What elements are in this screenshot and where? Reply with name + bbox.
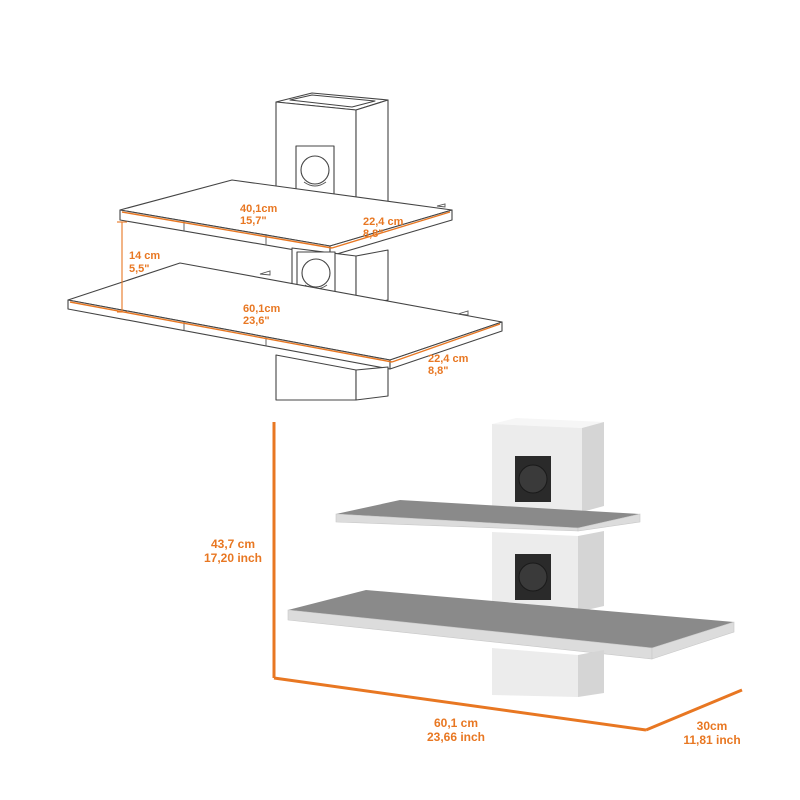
upper-shelf-width-cm: 40,1cm bbox=[240, 203, 278, 215]
bottom-panel bbox=[492, 648, 604, 697]
middle-column bbox=[259, 247, 389, 307]
line-drawing: 40,1cm 15,7" 22,4 cm 8,8" 14 cm 5,5" 60,… bbox=[67, 92, 503, 401]
product-render: 43,7 cm 17,20 inch 60,1 cm 23,66 inch 30… bbox=[204, 418, 743, 747]
width-cm: 60,1 cm bbox=[434, 716, 478, 730]
lower-shelf-width-cm: 60,1cm bbox=[243, 303, 281, 315]
height-cm: 43,7 cm bbox=[211, 537, 255, 551]
bottom-column bbox=[275, 354, 389, 401]
upper-shelf bbox=[119, 179, 453, 257]
product-dimension-lines bbox=[272, 422, 743, 732]
lower-shelf-depth-cm: 22,4 cm bbox=[428, 353, 469, 365]
upper-shelf-width-inch: 15,7" bbox=[240, 215, 267, 227]
shelf-gap-cm: 14 cm bbox=[129, 250, 160, 262]
height-inch: 17,20 inch bbox=[204, 551, 262, 565]
top-dimension-lines bbox=[69, 211, 501, 363]
depth-inch: 11,81 inch bbox=[683, 733, 740, 747]
middle-panel bbox=[492, 531, 604, 612]
upper-shelf-depth-inch: 8,8" bbox=[363, 228, 384, 240]
upper-panel bbox=[492, 418, 604, 512]
shelf-gap-inch: 5,5" bbox=[129, 263, 150, 275]
lower-shelf-depth-inch: 8,8" bbox=[428, 365, 449, 377]
lower-shelf-width-inch: 23,6" bbox=[243, 315, 270, 327]
depth-cm: 30cm bbox=[697, 719, 728, 733]
upper-shelf-depth-cm: 22,4 cm bbox=[363, 216, 404, 228]
upper-product-shelf bbox=[335, 500, 641, 532]
width-inch: 23,66 inch bbox=[427, 730, 485, 744]
upper-column bbox=[275, 92, 389, 213]
lower-product-shelf bbox=[287, 590, 735, 660]
